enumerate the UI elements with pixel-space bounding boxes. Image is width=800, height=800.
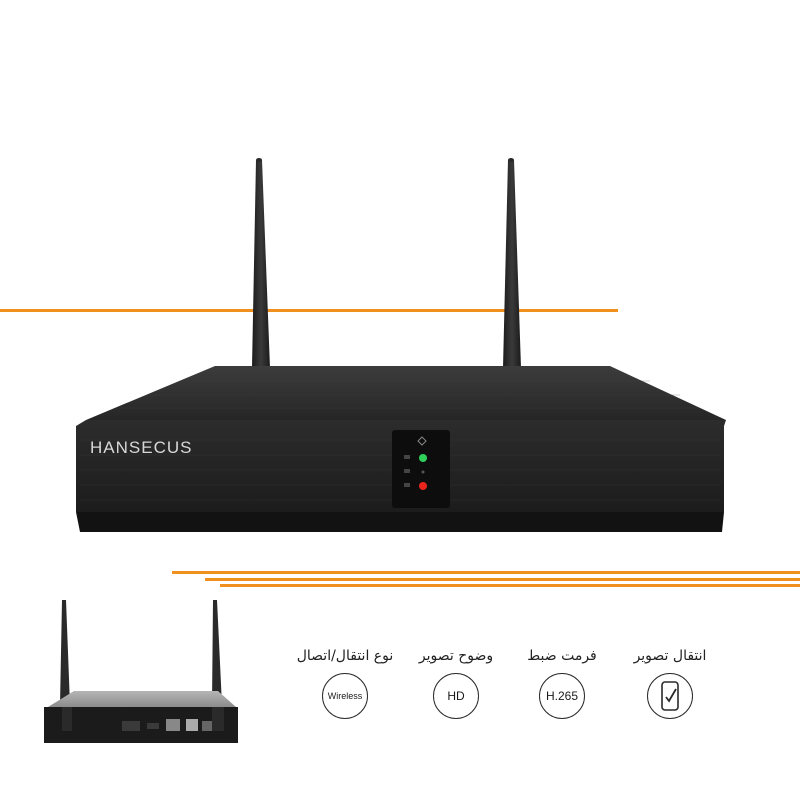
nvr-rear-thumbnail	[44, 600, 238, 743]
device-base	[76, 512, 724, 532]
nvr-device-image	[76, 158, 726, 532]
antenna-left	[252, 158, 270, 368]
led-dot	[421, 470, 425, 474]
led-green	[419, 454, 427, 462]
feature-record-format: فرمت ضبط H.265	[502, 645, 622, 719]
format-badge: H.265	[539, 673, 585, 719]
connection-badge: Wireless	[322, 673, 368, 719]
accent-line-lower-3	[220, 584, 800, 587]
feature-label: فرمت ضبط	[527, 648, 597, 664]
phone-check-icon	[647, 673, 693, 719]
feature-label: نوع انتقال/اتصال	[296, 648, 394, 664]
panel-small-icons	[404, 455, 410, 487]
feature-connection-type: نوع انتقال/اتصال Wireless	[285, 645, 405, 719]
accent-line-lower-1	[172, 571, 800, 574]
accent-line-top	[0, 309, 618, 312]
indicator-panel	[392, 430, 450, 508]
feature-image-transfer: انتقال تصویر	[610, 645, 730, 719]
feature-label: وضوح تصویر	[418, 648, 494, 664]
feature-label: انتقال تصویر	[633, 648, 707, 664]
resolution-badge: HD	[433, 673, 479, 719]
feature-resolution: وضوح تصویر HD	[396, 645, 516, 719]
rec-icon	[417, 436, 427, 446]
accent-line-lower-2	[205, 578, 800, 581]
led-red	[419, 482, 427, 490]
antenna-right	[503, 158, 521, 368]
device-top	[86, 366, 726, 420]
brand-logo: HANSECUS	[90, 438, 193, 457]
